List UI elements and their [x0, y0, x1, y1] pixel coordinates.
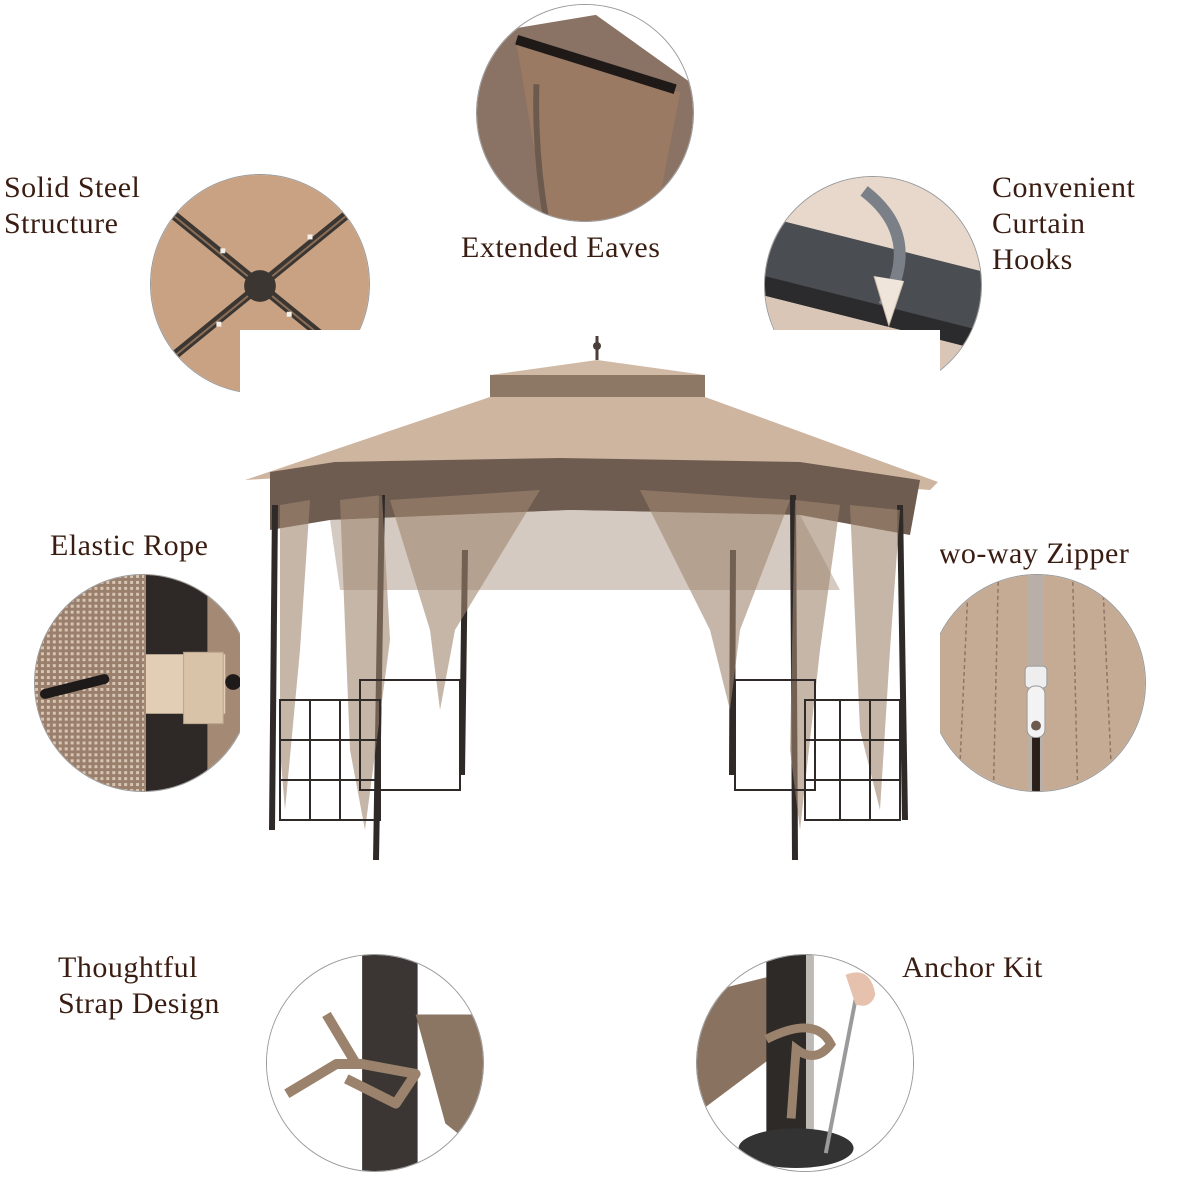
label-thoughtful-strap-design: Thoughtful Strap Design — [58, 951, 220, 1020]
detail-extended-eaves-image — [476, 4, 694, 222]
label-elastic-rope: Elastic Rope — [50, 529, 209, 562]
label-anchor-kit: Anchor Kit — [902, 951, 1043, 984]
label-extended-eaves: Extended Eaves — [461, 231, 661, 264]
detail-anchor-kit-image — [696, 954, 914, 1172]
detail-two-way-zipper-image — [928, 574, 1146, 792]
label-curtain-hooks: Convenient Curtain Hooks — [992, 171, 1136, 276]
label-two-way-zipper: Two-way Zipper — [922, 537, 1130, 570]
detail-elastic-rope-image — [34, 574, 252, 792]
gazebo-icon — [240, 330, 940, 870]
anchor-stake-icon — [697, 955, 913, 1171]
label-solid-steel-structure: Solid Steel Structure — [4, 171, 141, 240]
strap-icon — [267, 955, 483, 1171]
gazebo-product-image — [240, 330, 940, 870]
eave-corner-icon — [477, 5, 693, 221]
zipper-icon — [929, 575, 1145, 791]
detail-strap-design-image — [266, 954, 484, 1172]
elastic-rope-icon — [35, 575, 251, 791]
